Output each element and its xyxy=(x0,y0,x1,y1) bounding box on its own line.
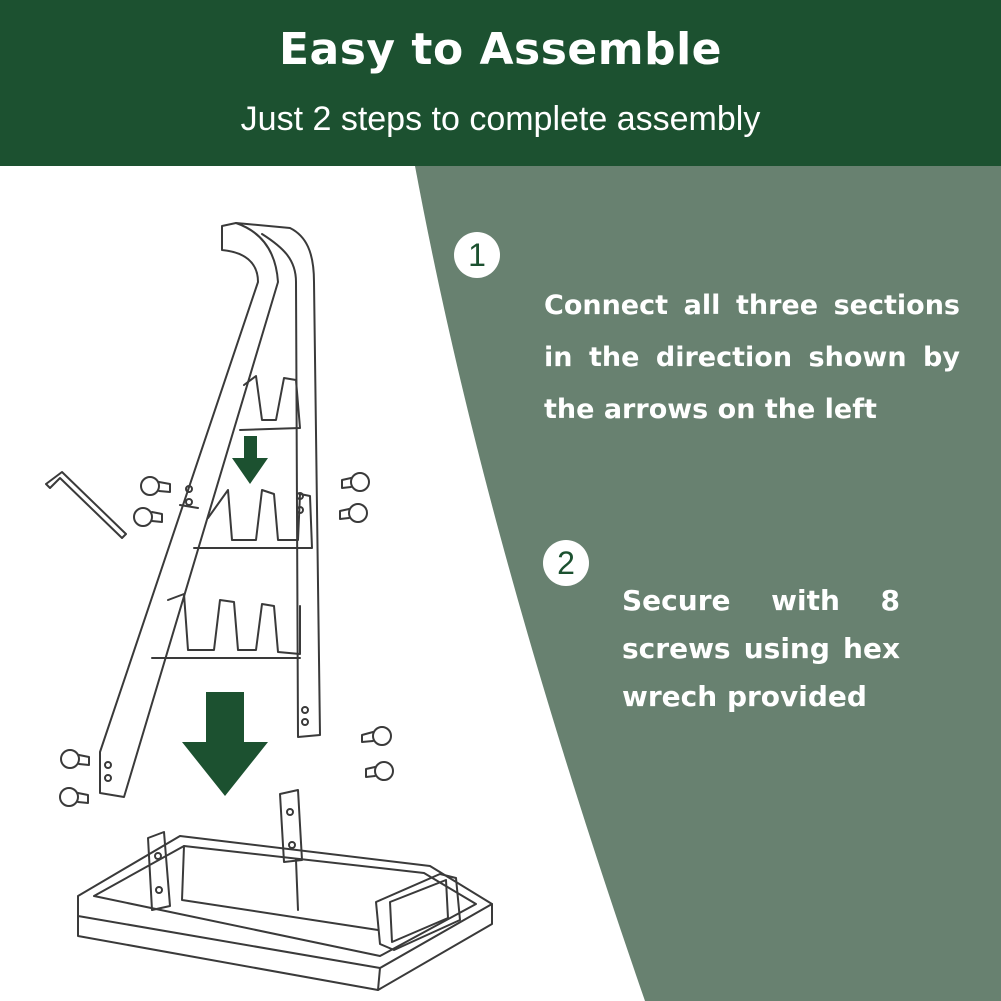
step-2-text: Secure with 8 screws using hex wrech pro… xyxy=(622,584,900,713)
assembly-illustration xyxy=(45,222,493,991)
screw-icon xyxy=(59,472,394,807)
step-1-text: Connect all three sections in the direct… xyxy=(544,290,960,425)
frame-holes xyxy=(104,485,309,782)
hex-key-icon xyxy=(45,471,127,539)
step-2-badge: 2 xyxy=(543,540,589,586)
page-title: Easy to Assemble xyxy=(278,24,723,75)
base-tray-icon xyxy=(77,789,493,991)
step-1-badge: 1 xyxy=(454,232,500,278)
down-arrow-icon xyxy=(182,436,268,796)
page-subtitle: Just 2 steps to complete assembly xyxy=(240,100,761,138)
stand-frame-icon xyxy=(99,222,321,798)
header-banner: Easy to Assemble Just 2 steps to complet… xyxy=(0,0,1001,166)
